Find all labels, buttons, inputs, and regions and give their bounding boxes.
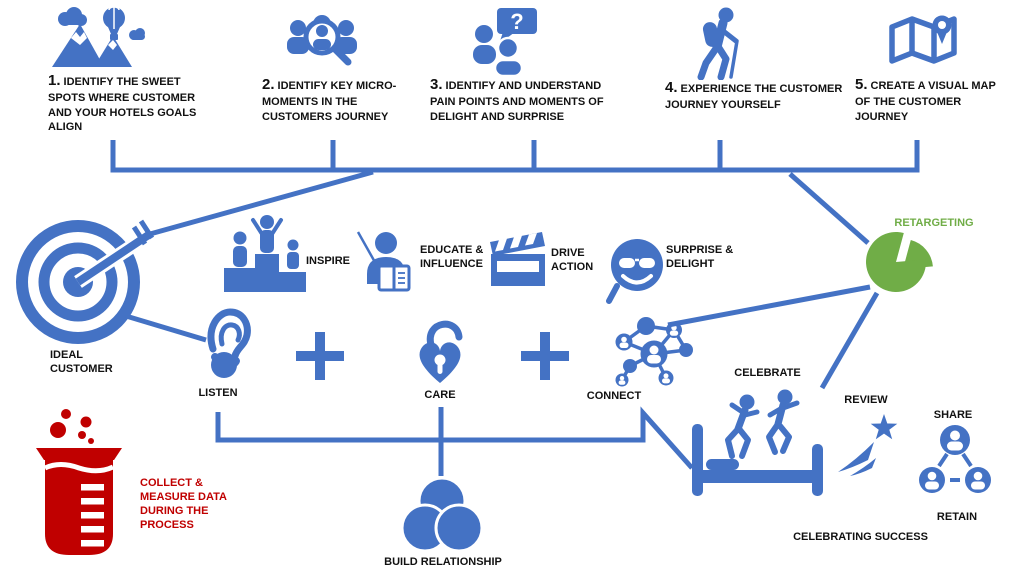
shooting-star-icon	[834, 412, 900, 480]
step-3-number: 3.	[430, 76, 443, 93]
celebrating-success-label: CELEBRATING SUCCESS	[793, 531, 928, 543]
step-2-number: 2.	[262, 76, 275, 93]
map-pin-icon	[886, 12, 962, 70]
audience-magnifier-icon	[282, 12, 362, 74]
ear-icon	[203, 307, 251, 379]
step-5-number: 5.	[855, 76, 868, 93]
build-relationship-label: BUILD RELATIONSHIP	[384, 556, 502, 568]
heart-padlock-icon	[413, 317, 467, 389]
hiker-icon	[690, 6, 746, 81]
pie-chart-icon	[862, 228, 934, 300]
step-1-number: 1.	[48, 72, 61, 89]
beaker-icon	[24, 404, 134, 569]
step-4-number: 4.	[665, 79, 678, 96]
person-reading-icon	[353, 230, 413, 294]
listen-label: LISTEN	[198, 387, 238, 399]
plus-icon	[296, 332, 344, 380]
retain-label: RETAIN	[936, 511, 978, 523]
share-label: SHARE	[933, 409, 973, 421]
jumping-on-bed-icon	[690, 384, 825, 499]
step-4-text: 4.EXPERIENCE THE CUSTOMER JOURNEY YOURSE…	[665, 79, 843, 111]
people-network-icon	[608, 314, 696, 392]
ideal-customer-label: IDEAL CUSTOMER	[50, 349, 113, 376]
question-mark-glyph: ?	[510, 9, 523, 34]
share-network-icon	[914, 424, 996, 506]
venn-circles-icon	[398, 476, 486, 554]
care-label: CARE	[424, 389, 456, 401]
clapperboard-icon	[486, 230, 548, 288]
review-label: REVIEW	[844, 394, 888, 406]
target-dart-icon	[8, 205, 148, 360]
connect-label: CONNECT	[586, 390, 642, 402]
collect-measure-label: COLLECT & MEASURE DATA DURING THE PROCES…	[140, 477, 227, 532]
conversation-question-icon: ?	[470, 6, 540, 78]
step-5-text: 5.CREATE A VISUAL MAP OF THE CUSTOMER JO…	[855, 76, 996, 123]
retargeting-label: RETARGETING	[894, 217, 974, 229]
surprise-delight-label: SURPRISE & DELIGHT	[666, 244, 734, 271]
mountains-balloon-icon	[50, 4, 150, 70]
step-1-text: 1.IDENTIFY THE SWEET SPOTS WHERE CUSTOME…	[48, 72, 197, 134]
inspire-label: INSPIRE	[306, 255, 351, 267]
podium-winners-icon	[222, 212, 308, 292]
celebrate-label: CELEBRATE	[734, 367, 801, 379]
smiley-sunglasses-magnifier-icon	[606, 237, 666, 305]
educate-influence-label: EDUCATE & INFLUENCE	[420, 244, 484, 271]
plus-icon	[521, 332, 569, 380]
drive-action-label: DRIVE ACTION	[551, 247, 594, 274]
step-2-text: 2.IDENTIFY KEY MICRO-MOMENTS IN THE CUST…	[262, 76, 397, 123]
step-3-text: 3.IDENTIFY AND UNDERSTAND PAIN POINTS AN…	[430, 76, 604, 123]
